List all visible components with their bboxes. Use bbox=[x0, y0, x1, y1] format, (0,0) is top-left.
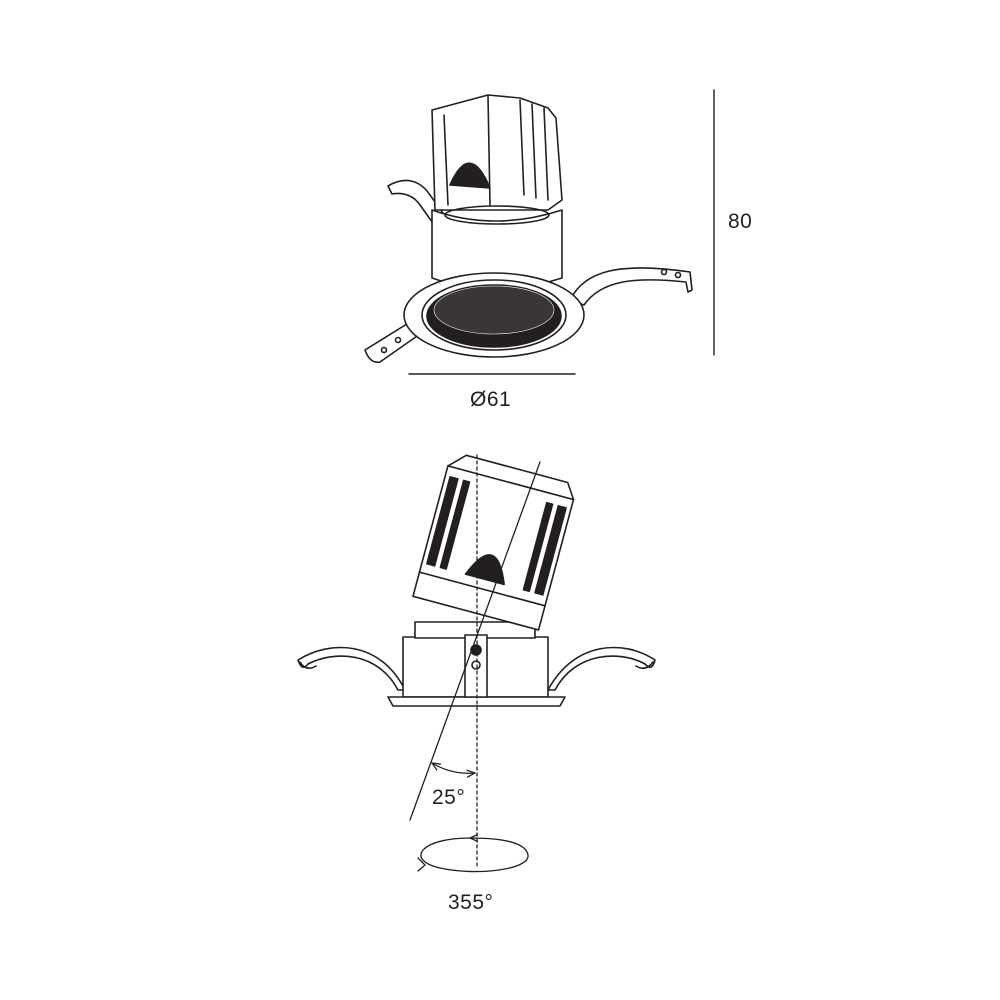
diameter-dimension-label: Ø61 bbox=[470, 388, 512, 411]
bottom-left-clip bbox=[364, 321, 421, 364]
side-fixture-tilted bbox=[297, 454, 656, 707]
right-spring-clip bbox=[569, 267, 693, 306]
tilt-axis bbox=[409, 461, 541, 821]
rotation-angle-label: 355° bbox=[448, 891, 494, 914]
rotation-ellipse bbox=[420, 838, 529, 873]
right-spring bbox=[547, 646, 656, 691]
left-spring bbox=[297, 646, 406, 691]
top-fixture-perspective bbox=[364, 94, 693, 364]
heat-sink bbox=[431, 94, 563, 211]
tilted-head bbox=[412, 465, 575, 631]
height-dimension-label: 80 bbox=[728, 210, 753, 233]
tilt-angle-label: 25° bbox=[432, 786, 466, 809]
tilt-angle-arc bbox=[431, 762, 476, 773]
